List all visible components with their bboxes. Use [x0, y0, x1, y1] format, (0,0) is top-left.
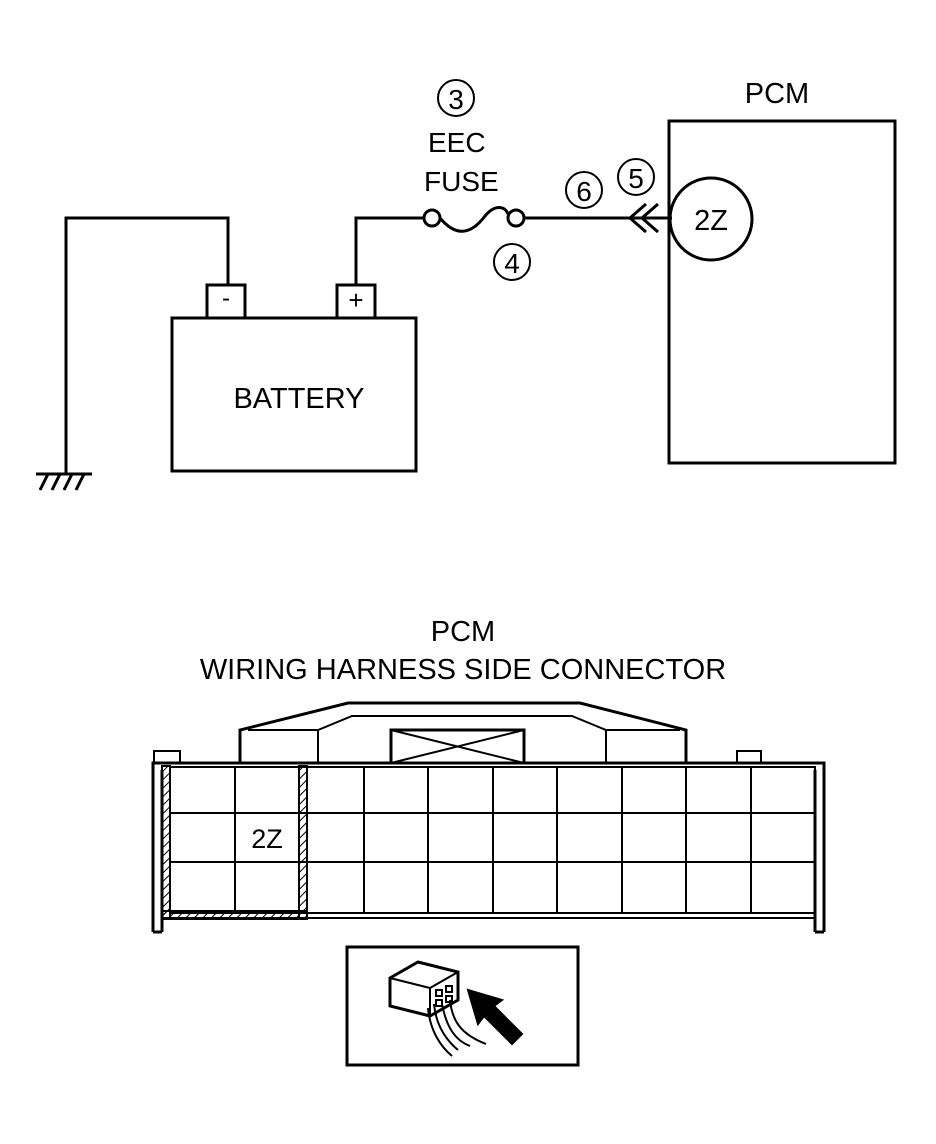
ground-wire [64, 216, 230, 474]
svg-text:4: 4 [504, 248, 520, 279]
wire-number-marker: 6 [565, 171, 603, 209]
fuse-label-line1: EEC [428, 127, 486, 158]
ground-icon [36, 472, 92, 491]
connector-chevron-icon [627, 202, 659, 234]
fuse-label-line2: FUSE [424, 166, 499, 197]
battery-positive-label: + [348, 285, 363, 315]
connector-title-line2: WIRING HARNESS SIDE CONNECTOR [200, 654, 726, 686]
right-tab [736, 750, 762, 764]
pcm-title: PCM [745, 78, 809, 110]
positive-wire [354, 216, 424, 285]
svg-text:5: 5 [628, 163, 644, 194]
pcm-terminal-label: 2Z [694, 205, 728, 237]
battery-label: BATTERY [233, 383, 364, 415]
left-tab [153, 750, 181, 764]
fuse-number-marker: 3 [437, 79, 475, 117]
inset-frame [345, 945, 580, 1067]
connector-title-line1: PCM [431, 616, 495, 648]
battery-negative-terminal [205, 283, 247, 320]
pcm-box [667, 119, 897, 465]
connector-number-marker: 5 [617, 158, 655, 196]
connector-housing [151, 701, 826, 934]
fuse-output-number-marker: 4 [493, 243, 531, 281]
connector-terminal-label: 2Z [251, 824, 283, 854]
probe-inset-icon [388, 960, 524, 1057]
battery-body [170, 316, 418, 473]
fuse-icon [422, 206, 526, 233]
svg-text:6: 6 [576, 176, 592, 207]
svg-text:3: 3 [448, 84, 464, 115]
battery-negative-label: - [222, 285, 230, 312]
pcm-terminal-circle [668, 176, 754, 262]
hatched-section [161, 765, 308, 920]
